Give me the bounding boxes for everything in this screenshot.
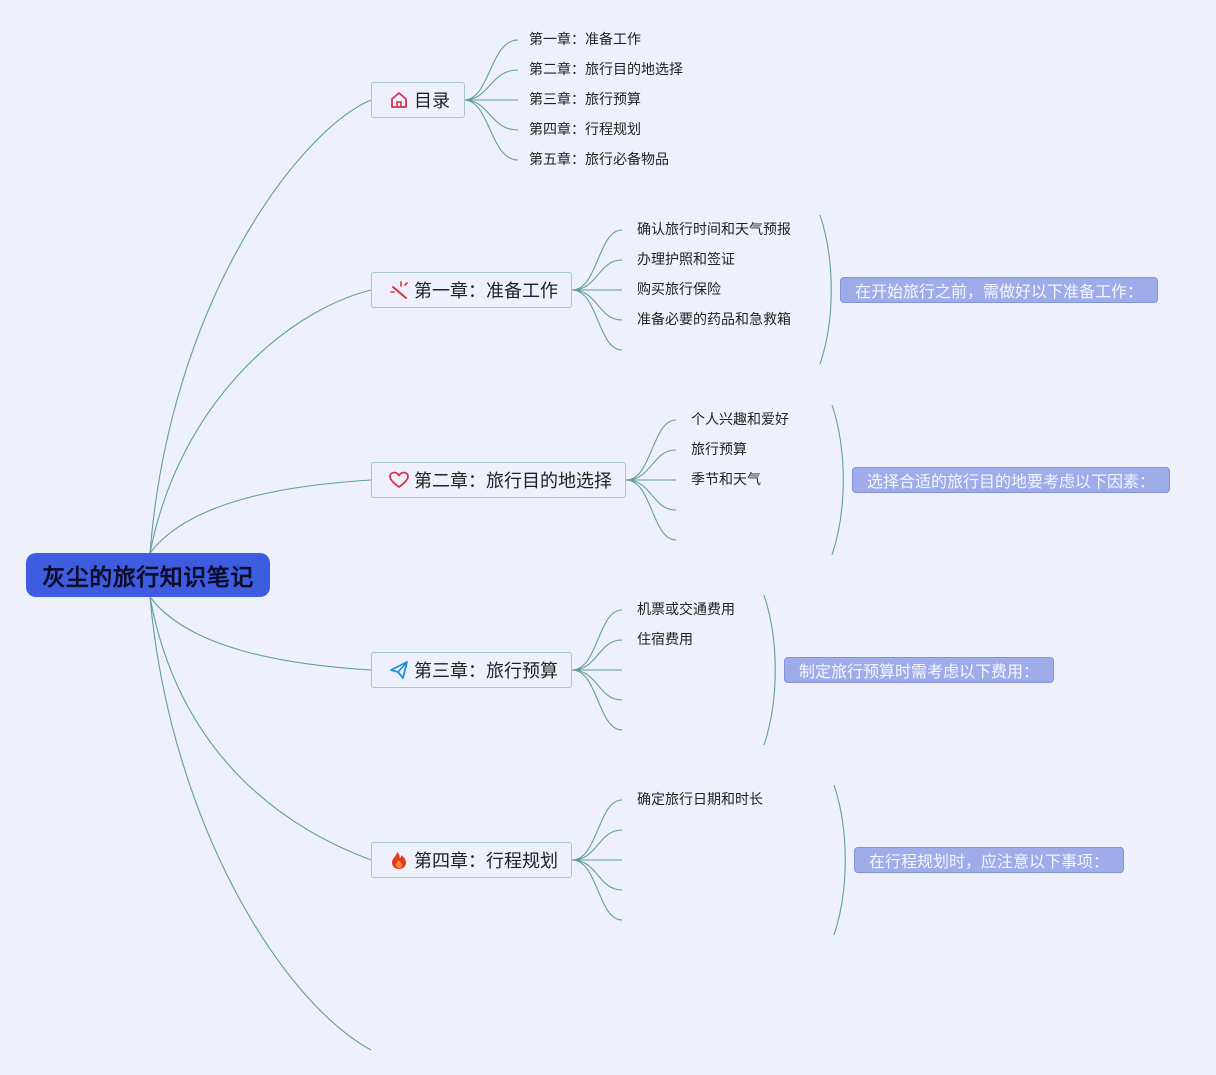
- connector-ch4-item: [571, 829, 623, 861]
- ch2-item-3[interactable]: 季节和天气: [691, 472, 761, 488]
- connector-toc-item: [463, 69, 519, 101]
- branch-toc[interactable]: 目录: [371, 82, 465, 118]
- connector-root-ch2: [149, 479, 372, 554]
- branch-ch3-label: 第三章：旅行预算: [414, 661, 558, 682]
- ch4-item-1[interactable]: 确定旅行日期和时长: [637, 792, 763, 808]
- paper-plane-icon: [388, 659, 410, 681]
- connector-root-ch5: [149, 596, 372, 1051]
- branch-ch3[interactable]: 第三章：旅行预算: [371, 652, 572, 688]
- branch-toc-label: 目录: [414, 91, 450, 112]
- connector-ch3-item: [571, 669, 623, 731]
- toc-item-5[interactable]: 第五章：旅行必备物品: [529, 152, 669, 168]
- toc-item-3[interactable]: 第三章：旅行预算: [529, 92, 641, 108]
- ch1-item-4[interactable]: 准备必要的药品和急救箱: [637, 312, 791, 328]
- connector-ch1-item: [571, 229, 623, 291]
- connector-toc-item: [463, 99, 519, 161]
- root-topic[interactable]: 灰尘的旅行知识笔记: [26, 553, 270, 597]
- connector-ch2-item: [625, 419, 677, 481]
- toc-item-2[interactable]: 第二章：旅行目的地选择: [529, 62, 683, 78]
- connector-ch4-item: [571, 859, 623, 891]
- ch1-item-2[interactable]: 办理护照和签证: [637, 252, 735, 268]
- connector-ch2-item: [625, 449, 677, 481]
- ch3-item-1[interactable]: 机票或交通费用: [637, 602, 735, 618]
- connector-ch1-item: [571, 259, 623, 291]
- connector-ch2-item: [625, 479, 677, 511]
- ch1-item-1[interactable]: 确认旅行时间和天气预报: [637, 222, 791, 238]
- connector-toc-item: [463, 39, 519, 101]
- connector-toc-item: [463, 99, 519, 131]
- branch-ch4[interactable]: 第四章：行程规划: [371, 842, 572, 878]
- ch3-summary-brace: [763, 594, 776, 746]
- connector-ch2-item: [625, 479, 677, 541]
- connector-root-ch1: [149, 289, 372, 554]
- ch4-summary-note[interactable]: 在行程规划时，应注意以下事项：: [854, 847, 1125, 873]
- ch2-summary-note[interactable]: 选择合适的旅行目的地要考虑以下因素：: [852, 467, 1171, 493]
- heart-icon: [388, 469, 410, 491]
- connector-root-ch3: [149, 596, 372, 671]
- toc-item-4[interactable]: 第四章：行程规划: [529, 122, 641, 138]
- branch-ch1-label: 第一章：准备工作: [414, 281, 558, 302]
- connector-ch3-item: [571, 639, 623, 671]
- flame-icon: [388, 849, 410, 871]
- connector-ch3-item: [571, 669, 623, 701]
- ch4-summary-brace: [833, 784, 846, 936]
- ch1-summary-note[interactable]: 在开始旅行之前，需做好以下准备工作：: [840, 277, 1159, 303]
- connector-ch4-item: [571, 799, 623, 861]
- connector-root-toc: [149, 99, 372, 554]
- ch1-summary-brace: [819, 214, 832, 365]
- ch1-item-3[interactable]: 购买旅行保险: [637, 282, 721, 298]
- connector-ch1-item: [571, 289, 623, 351]
- ch2-summary-brace: [831, 404, 844, 556]
- branch-ch2-label: 第二章：旅行目的地选择: [414, 471, 612, 492]
- ch2-item-2[interactable]: 旅行预算: [691, 442, 747, 458]
- ch3-item-2[interactable]: 住宿费用: [637, 632, 693, 648]
- ch2-item-1[interactable]: 个人兴趣和爱好: [691, 412, 789, 428]
- branch-ch4-label: 第四章：行程规划: [414, 851, 558, 872]
- branch-ch1[interactable]: 第一章：准备工作: [371, 272, 572, 308]
- connector-root-ch4: [149, 596, 372, 861]
- ch3-summary-note[interactable]: 制定旅行预算时需考虑以下费用：: [784, 657, 1055, 683]
- branch-ch2[interactable]: 第二章：旅行目的地选择: [371, 462, 626, 498]
- connector-ch1-item: [571, 289, 623, 321]
- root-topic-label: 灰尘的旅行知识笔记: [42, 565, 254, 591]
- connector-ch3-item: [571, 609, 623, 671]
- magic-wand-icon: [388, 279, 410, 301]
- toc-item-1[interactable]: 第一章：准备工作: [529, 32, 641, 48]
- connector-ch4-item: [571, 859, 623, 921]
- home-icon: [388, 89, 410, 111]
